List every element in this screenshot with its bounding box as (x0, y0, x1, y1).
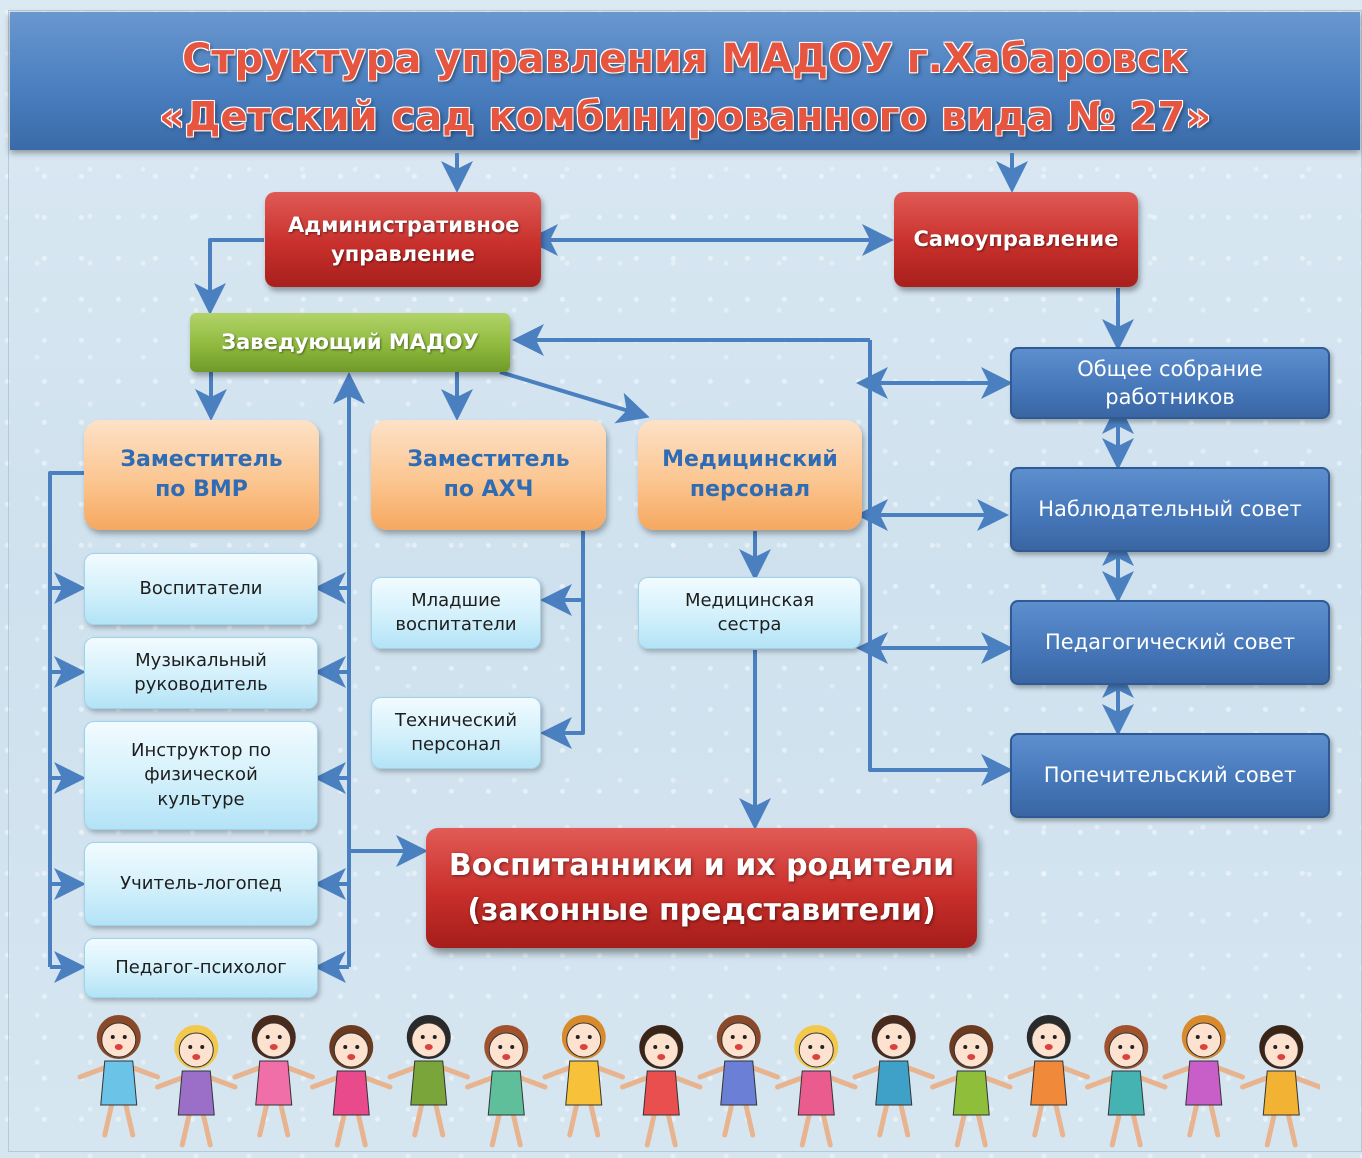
trustees-board-box: Попечительский совет (1010, 733, 1330, 818)
supervisory-board-box: Наблюдательный совет (1010, 467, 1330, 552)
child-figure (1162, 1015, 1245, 1138)
admin-management-box: Административное управление (265, 192, 541, 287)
child-figure (465, 1025, 548, 1148)
child-figure (1240, 1025, 1320, 1148)
child-figure (930, 1025, 1013, 1148)
staff-educators-label: Воспитатели (139, 577, 263, 599)
deputy-ahch-label: Заместитель по АХЧ (407, 447, 570, 502)
pupils-parents-box: Воспитанники и их родители (законные пре… (426, 828, 977, 948)
arrow-admin-head (194, 238, 264, 315)
staff-music-director: Музыкальный руководитель (84, 637, 318, 709)
title-line-2: «Детский сад комбинированного вида № 27» (158, 94, 1212, 140)
vmr-left-bus (48, 471, 84, 967)
admin-management-label: Административное управление (288, 213, 520, 266)
medical-staff-label: Медицинский персонал (662, 447, 838, 502)
staff-pe-instructor-label: Инструктор по физической культуре (131, 740, 271, 810)
staff-pe-instructor: Инструктор по физической культуре (84, 721, 318, 830)
arrow-ahch-tech (540, 531, 585, 749)
child-figure (1007, 1015, 1090, 1138)
child-figure (775, 1025, 858, 1148)
child-figure (310, 1025, 393, 1148)
child-figure (1085, 1025, 1168, 1148)
staff-nurse-label: Медицинская сестра (684, 589, 815, 635)
child-figure (542, 1015, 625, 1138)
staff-psychologist: Педагог-психолог (84, 938, 318, 998)
medical-staff-box: Медицинский персонал (638, 420, 862, 530)
child-figure (232, 1015, 315, 1138)
deputy-ahch-box: Заместитель по АХЧ (371, 420, 606, 530)
staff-nurse: Медицинская сестра (638, 577, 861, 649)
arrow-head-med (499, 370, 650, 424)
child-figure (697, 1015, 780, 1138)
child-figure (852, 1015, 935, 1138)
child-figure (77, 1015, 160, 1138)
trustees-board-label: Попечительский совет (1043, 763, 1297, 788)
general-meeting-box: Общее собрание работников (1010, 347, 1330, 419)
staff-speech-therapist-label: Учитель-логопед (120, 872, 282, 894)
pupils-line-2: (законные представители) (467, 893, 936, 928)
head-box: Заведующий МАДОУ (190, 313, 510, 372)
staff-junior-educators: Младшие воспитатели (371, 577, 541, 649)
self-government-box: Самоуправление (894, 192, 1138, 287)
staff-educators: Воспитатели (84, 553, 318, 625)
child-figure (155, 1025, 238, 1148)
staff-music-director-label: Музыкальный руководитель (134, 649, 268, 695)
header-bar: Структура управления МАДОУ г.Хабаровск «… (10, 12, 1360, 150)
staff-psychologist-label: Педагог-психолог (115, 956, 287, 978)
deputy-vmr-label: Заместитель по ВМР (120, 447, 283, 502)
staff-junior-educators-label: Младшие воспитатели (395, 589, 517, 635)
staff-speech-therapist: Учитель-логопед (84, 842, 318, 926)
pupils-line-1: Воспитанники и их родители (448, 848, 955, 883)
arrow-bus-trustees (868, 340, 1013, 786)
pedagogical-council-label: Педагогический совет (1044, 630, 1296, 655)
supervisory-board-label: Наблюдательный совет (1038, 497, 1302, 522)
staff-technical: Технический персонал (371, 697, 541, 769)
general-meeting-label: Общее собрание работников (1077, 356, 1263, 409)
child-figure (387, 1015, 470, 1138)
staff-technical-label: Технический персонал (394, 709, 518, 755)
deputy-vmr-box: Заместитель по ВМР (84, 420, 319, 530)
title-line-1: Структура управления МАДОУ г.Хабаровск (182, 36, 1188, 82)
children-illustration (77, 1015, 1320, 1148)
head-label: Заведующий МАДОУ (221, 330, 479, 355)
self-government-label: Самоуправление (913, 227, 1119, 252)
pedagogical-council-box: Педагогический совет (1010, 600, 1330, 685)
child-figure (620, 1025, 703, 1148)
